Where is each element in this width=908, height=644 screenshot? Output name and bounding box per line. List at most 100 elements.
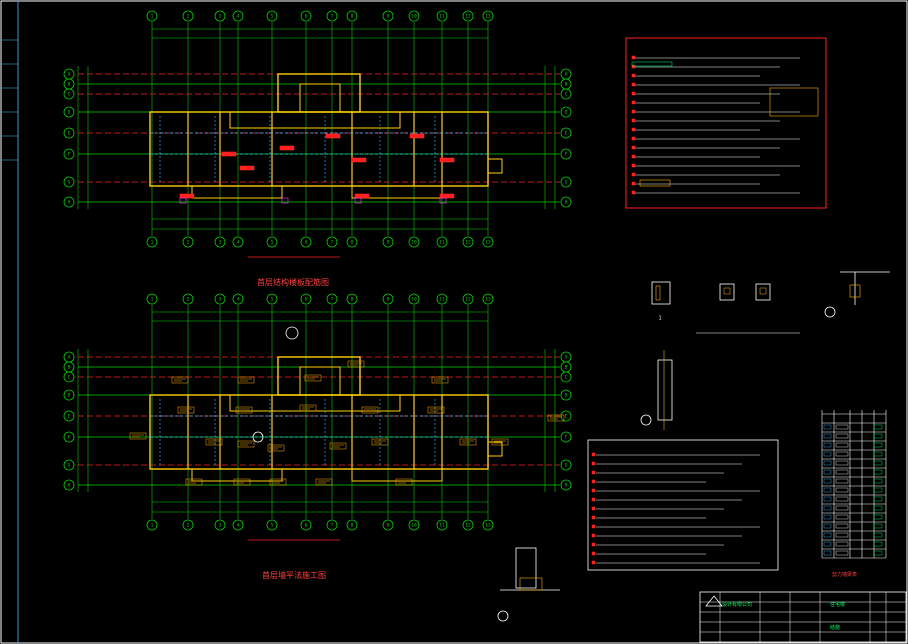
grid-bubble-top xyxy=(482,10,494,22)
opening-marker xyxy=(179,197,187,204)
exterior-wall xyxy=(149,111,489,187)
grid-bubble-label: B xyxy=(68,365,71,371)
table-cell xyxy=(835,505,849,511)
grid-bubble-label: E xyxy=(565,414,568,420)
detail-callout xyxy=(640,414,652,426)
note-bullet xyxy=(631,154,636,159)
grid-bubble-label: D xyxy=(565,110,568,116)
table-cell xyxy=(873,433,883,439)
grid-bubble-label: 11 xyxy=(439,297,445,303)
grid-bubble-label: C xyxy=(565,375,568,381)
note-bullet xyxy=(631,82,636,87)
grid-bubble-label: F xyxy=(68,152,71,158)
grid-bubble-label: A xyxy=(68,72,71,78)
grid-bubble-top xyxy=(182,10,194,22)
grid-bubble-label: 13 xyxy=(485,523,491,529)
balcony-wall xyxy=(351,468,443,482)
table-cell xyxy=(823,505,832,511)
note-bullet xyxy=(631,190,636,195)
wall-tag xyxy=(304,374,322,382)
grid-bubble-bottom xyxy=(266,519,278,531)
table-cell xyxy=(823,451,832,457)
note-bullet xyxy=(591,461,596,466)
rebar-annotation xyxy=(279,145,295,151)
wall-tag xyxy=(237,376,255,384)
note-bullet xyxy=(591,506,596,511)
grid-bubble-label: 5 xyxy=(271,523,274,529)
grid-bubble-label: G xyxy=(68,180,71,186)
column-section xyxy=(719,283,735,301)
rebar-annotation xyxy=(239,165,255,171)
grid-bubble-label: 2 xyxy=(187,14,190,20)
wall-tag xyxy=(299,404,317,412)
grid-bubble-left xyxy=(63,431,75,443)
note-bullet xyxy=(631,91,636,96)
grid-bubble-label: 4 xyxy=(237,523,240,529)
table-cell xyxy=(823,532,832,538)
note-bullet xyxy=(631,127,636,132)
grid-bubble-label: 7 xyxy=(331,523,334,529)
note-bullet xyxy=(591,452,596,457)
note-bullet xyxy=(631,163,636,168)
table-cell xyxy=(873,460,883,466)
wall-tag xyxy=(171,376,189,384)
grid-bubble-label: D xyxy=(68,393,71,399)
table-cell xyxy=(823,424,832,430)
note-bullet xyxy=(591,479,596,484)
grid-bubble-bottom xyxy=(182,236,194,248)
wall-tag xyxy=(205,438,223,446)
grid-bubble-label: F xyxy=(565,435,568,441)
note-bullet xyxy=(631,64,636,69)
grid-bubble-label: 9 xyxy=(387,297,390,303)
grid-bubble-label: 5 xyxy=(271,240,274,246)
grid-bubble-top xyxy=(436,10,448,22)
table-cell xyxy=(823,460,832,466)
opening-marker xyxy=(439,197,447,204)
note-bullet xyxy=(591,560,596,565)
table-cell xyxy=(835,487,849,493)
grid-bubble-bottom xyxy=(182,519,194,531)
grid-bubble-top xyxy=(232,10,244,22)
grid-bubble-left xyxy=(63,88,75,100)
table-cell xyxy=(823,541,832,547)
grid-bubble-label: 1 xyxy=(151,240,154,246)
grid-bubble-label: D xyxy=(68,110,71,116)
grid-bubble-bottom xyxy=(462,519,474,531)
detail-callout xyxy=(497,610,509,622)
wall-tag xyxy=(235,406,253,414)
wall-tag xyxy=(361,406,379,414)
wall-section xyxy=(657,359,673,421)
table-cell xyxy=(835,541,849,547)
grid-bubble-right xyxy=(560,106,572,118)
grid-bubble-label: F xyxy=(68,435,71,441)
grid-bubble-label: H xyxy=(565,200,568,206)
grid-bubble-label: E xyxy=(565,131,568,137)
table-cell xyxy=(873,532,883,538)
note-bullet xyxy=(591,497,596,502)
grid-bubble-label: B xyxy=(565,82,568,88)
grid-bubble-left xyxy=(63,410,75,422)
note-bullet xyxy=(591,488,596,493)
note-bullet xyxy=(631,172,636,177)
grid-bubble-label: 12 xyxy=(465,523,471,529)
grid-bubble-bottom xyxy=(214,519,226,531)
grid-bubble-top xyxy=(232,293,244,305)
section-callout xyxy=(285,326,299,340)
grid-bubble-top xyxy=(436,293,448,305)
grid-bubble-bottom xyxy=(436,236,448,248)
grid-bubble-bottom xyxy=(326,236,338,248)
wall-tag xyxy=(329,442,347,450)
wall-tag xyxy=(269,478,287,486)
table-cell xyxy=(873,514,883,520)
note-bullet xyxy=(631,118,636,123)
note-detail xyxy=(639,179,671,187)
corridor-wall xyxy=(229,111,401,129)
wall-tag xyxy=(395,478,413,486)
table-cell xyxy=(823,550,832,556)
opening-marker xyxy=(281,197,289,204)
grid-bubble-label: 6 xyxy=(305,523,308,529)
note-bullet xyxy=(631,181,636,186)
grid-bubble-label: 1 xyxy=(151,14,154,20)
stair-core-wall xyxy=(277,356,361,396)
